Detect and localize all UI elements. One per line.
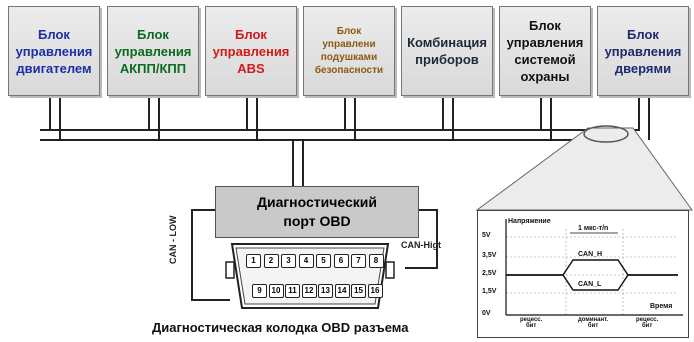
scope-ytick: 5V	[482, 232, 491, 239]
scope-can-l: CAN_L	[578, 281, 602, 288]
diagnostic-port-obd: Диагностический порт OBD	[215, 186, 419, 238]
ecu-box-5: Комбинация приборов	[401, 6, 493, 96]
scope-ylabel: Напряжение	[508, 218, 551, 225]
ecu-box-6: Блок управления системой охраны	[499, 6, 591, 96]
scope-bit-label: рецесс. бит	[636, 317, 659, 329]
ecu-box-1: Блок управления двигателем	[8, 6, 100, 96]
obd-pin: 4	[298, 254, 314, 268]
scope-can-h: CAN_H	[578, 251, 603, 258]
scope-ytick: 3,5V	[482, 252, 497, 259]
obd-pin: 14	[334, 284, 350, 298]
ecu-label: Блок управления двигателем	[15, 26, 93, 76]
ecu-box-2: Блок управления АКПП/КПП	[107, 6, 199, 96]
can-signal-scope: Напряжение Время 1 мкс-т/n CAN_H CAN_L 5…	[477, 210, 689, 338]
scope-time-label: 1 мкс-т/n	[578, 225, 609, 232]
obd-pin: 1	[246, 254, 261, 268]
obd-pin: 15	[351, 284, 366, 298]
scope-xlabel: Время	[650, 303, 673, 310]
scope-ytick: 2,5V	[482, 270, 497, 277]
ecu-label: Блок управления АКПП/КПП	[114, 26, 192, 76]
can-high-label: CAN-Higt	[401, 240, 441, 250]
scope-ytick: 1,5V	[482, 288, 497, 295]
ecu-label: Блок управления ABS	[212, 26, 290, 76]
ecu-box-4: Блок управлени подушками безопасности	[303, 6, 395, 96]
obd-pin: 9	[252, 284, 267, 298]
scope-bit-label: доминант. бит	[578, 317, 609, 329]
ecu-label: Блок управления дверями	[604, 26, 682, 76]
obd-pin: 3	[281, 254, 296, 268]
obd-pin: 10	[268, 284, 284, 298]
scope-bit-label: рецесс. бит	[520, 317, 543, 329]
obd-pin: 13	[318, 284, 333, 298]
obd-pin: 7	[351, 254, 366, 268]
scope-ytick: 0V	[482, 310, 491, 317]
ecu-label: Блок управлени подушками безопасности	[314, 26, 384, 76]
ecu-label: Комбинация приборов	[407, 35, 487, 67]
can-low-label: CAN - LOW	[168, 215, 178, 265]
obd-pin: 6	[333, 254, 349, 268]
ecu-box-3: Блок управления ABS	[205, 6, 297, 96]
obd-pin: 11	[285, 284, 300, 298]
obd-pin: 2	[263, 254, 279, 268]
obd-pin: 12	[301, 284, 317, 298]
scope-graph	[505, 219, 683, 316]
diagnostic-port-label: Диагностический порт OBD	[256, 194, 377, 229]
ecu-label: Блок управления системой охраны	[506, 18, 584, 84]
ecu-box-7: Блок управления дверями	[597, 6, 689, 96]
obd-pin: 16	[367, 284, 383, 298]
diagram-caption: Диагностическая колодка OBD разъема	[152, 320, 409, 335]
obd-pin: 8	[368, 254, 384, 268]
obd-pin: 5	[316, 254, 331, 268]
